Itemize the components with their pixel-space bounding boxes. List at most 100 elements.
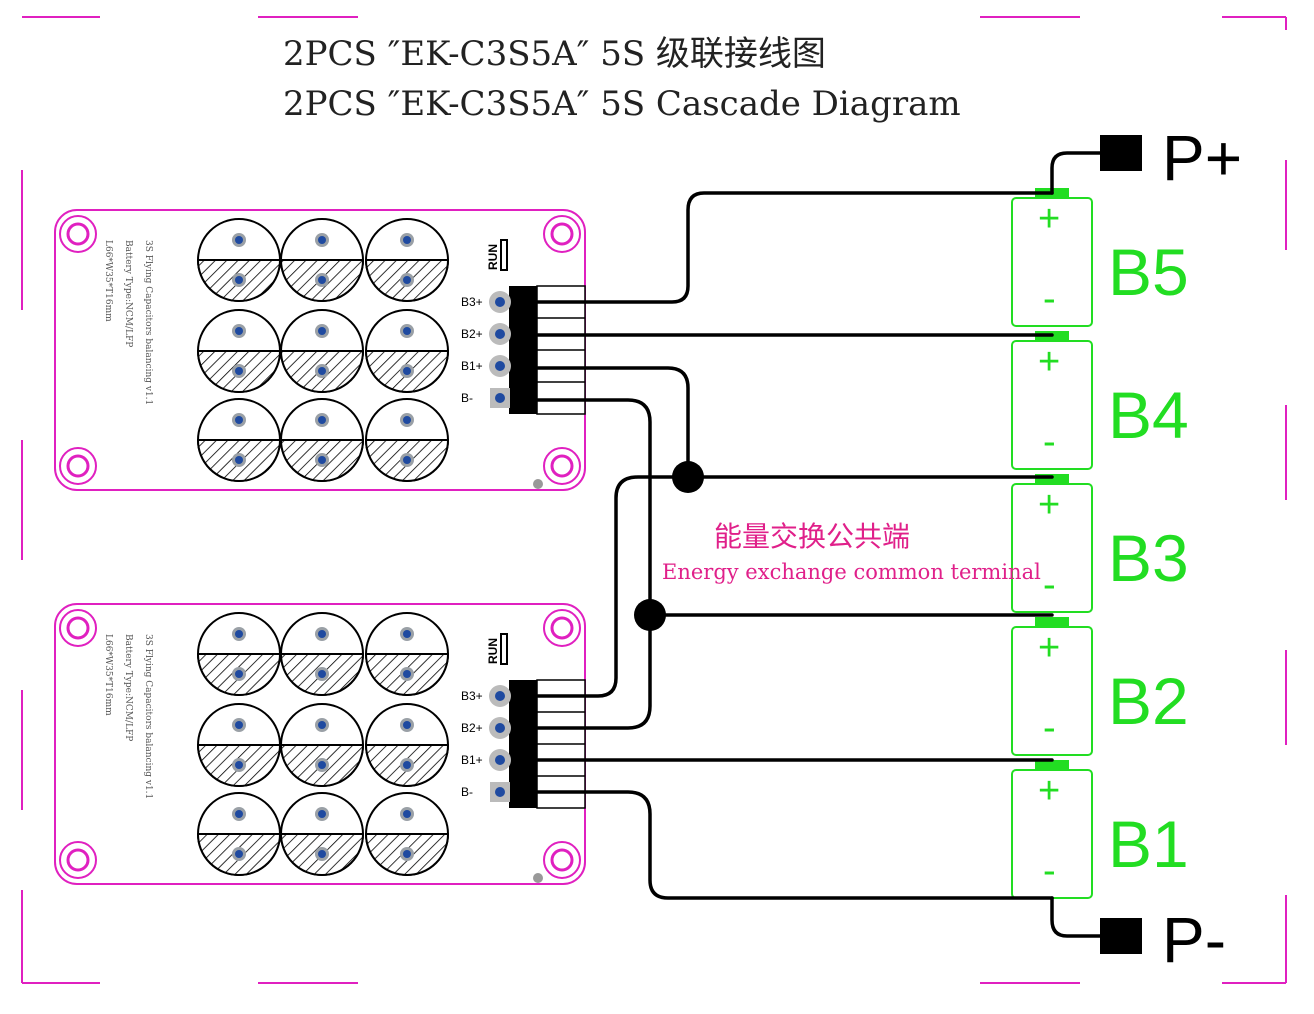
board-dot xyxy=(533,479,543,489)
mounting-hole xyxy=(543,447,581,485)
board-silkscreen: 3S Flying Capacitors balancing v1.1 xyxy=(143,634,153,799)
battery-name: B4 xyxy=(1108,378,1189,452)
capacitor xyxy=(364,218,450,302)
mounting-hole-inner xyxy=(66,454,90,478)
connector-body xyxy=(509,680,537,808)
pin-hole xyxy=(495,755,505,765)
pin-hole xyxy=(495,723,505,733)
battery-plus: + xyxy=(1038,770,1060,812)
battery-cell-b5: + - B5 xyxy=(1011,188,1189,327)
wire-b1-b1plus-to-b3 xyxy=(536,366,690,479)
mounting-hole xyxy=(543,215,581,253)
board-silkscreen: Battery Type:NCM/LFP xyxy=(123,240,133,347)
capacitor xyxy=(279,612,365,696)
mounting-hole-inner xyxy=(550,222,574,246)
battery-minus: - xyxy=(1043,278,1056,320)
capacitor xyxy=(364,398,450,482)
capacitor xyxy=(196,703,282,787)
title-cn: 2PCS ″EK-C3S5A″ 5S 级联接线图 xyxy=(283,34,826,74)
capacitor xyxy=(196,309,282,393)
capacitor xyxy=(364,703,450,787)
pin-hole xyxy=(495,787,505,797)
pin-label-bminus: B- xyxy=(461,785,473,799)
battery-name: B5 xyxy=(1108,235,1189,309)
battery-cell-b2: + - B2 xyxy=(1011,617,1189,756)
pin-hole xyxy=(495,297,505,307)
pin-label-b2plus: B2+ xyxy=(461,721,483,735)
wire-b1-bminus-to-b2 xyxy=(536,398,652,617)
battery-plus: + xyxy=(1038,627,1060,669)
mounting-hole-inner xyxy=(66,222,90,246)
energy-label-en: Energy exchange common terminal xyxy=(662,560,1041,584)
pin-label-b1plus: B1+ xyxy=(461,753,483,767)
pin-hole xyxy=(495,393,505,403)
battery-minus: - xyxy=(1043,707,1056,749)
board-dot xyxy=(533,873,543,883)
junction-b2 xyxy=(634,599,666,631)
title-en: 2PCS ″EK-C3S5A″ 5S Cascade Diagram xyxy=(283,84,961,124)
wire-pminus xyxy=(1050,896,1104,938)
board-silkscreen: Battery Type:NCM/LFP xyxy=(123,634,133,741)
run-label: RUN xyxy=(486,638,500,664)
battery-body xyxy=(1011,340,1093,470)
pplus-terminal xyxy=(1100,135,1142,171)
capacitor xyxy=(196,218,282,302)
battery-body xyxy=(1011,626,1093,756)
mounting-hole-inner xyxy=(66,616,90,640)
battery-plus: + xyxy=(1038,341,1060,383)
mounting-hole xyxy=(59,841,97,879)
capacitor xyxy=(196,398,282,482)
capacitor xyxy=(364,309,450,393)
pplus-label: P+ xyxy=(1162,122,1242,194)
wire-b2-b3plus-to-b3 xyxy=(536,475,690,698)
mounting-hole xyxy=(543,841,581,879)
pin-hole xyxy=(495,361,505,371)
wire-b2-b2plus-to-b2 xyxy=(536,613,652,730)
page-frame xyxy=(21,16,1287,984)
boards: 3S Flying Capacitors balancing v1.1 Batte… xyxy=(54,209,586,885)
battery-minus: - xyxy=(1043,421,1056,463)
battery-cell-b4: + - B4 xyxy=(1011,331,1189,470)
balancer-board-1: 3S Flying Capacitors balancing v1.1Batte… xyxy=(54,209,586,491)
battery-cell-b1: +-B1 xyxy=(1011,760,1189,899)
battery-plus: + xyxy=(1038,484,1060,526)
connector-body xyxy=(509,286,537,414)
pin-label-b3plus: B3+ xyxy=(461,295,483,309)
pminus-terminal xyxy=(1100,918,1142,954)
pin-label-b3plus: B3+ xyxy=(461,689,483,703)
pminus-label: P- xyxy=(1162,904,1226,976)
battery-plus: + xyxy=(1038,198,1060,240)
mounting-hole xyxy=(543,609,581,647)
capacitor xyxy=(364,792,450,876)
board-silkscreen: L66*W35*T16mm xyxy=(103,634,113,716)
capacitor xyxy=(196,612,282,696)
battery-minus: - xyxy=(1043,564,1056,606)
run-led xyxy=(500,239,508,271)
junction-b3 xyxy=(672,461,704,493)
capacitor xyxy=(279,309,365,393)
mounting-hole-inner xyxy=(66,848,90,872)
mounting-hole xyxy=(59,447,97,485)
pin-label-b2plus: B2+ xyxy=(461,327,483,341)
capacitor xyxy=(279,218,365,302)
battery-name: B1 xyxy=(1108,807,1189,881)
capacitor xyxy=(364,612,450,696)
mounting-hole-inner xyxy=(550,848,574,872)
capacitor xyxy=(279,703,365,787)
pin-label-b1plus: B1+ xyxy=(461,359,483,373)
pin-hole xyxy=(495,691,505,701)
balancer-board-2: 3S Flying Capacitors balancing v1.1 Batte… xyxy=(54,603,586,885)
battery-body xyxy=(1011,483,1093,613)
pin-label-bminus: B- xyxy=(461,391,473,405)
board-silkscreen: L66*W35*T16mm xyxy=(103,240,113,322)
capacitor xyxy=(279,792,365,876)
wire-b2-bminus-to-b1minus xyxy=(536,790,1054,900)
battery-name: B2 xyxy=(1108,664,1189,738)
battery-name: B3 xyxy=(1108,521,1189,595)
pin-hole xyxy=(495,329,505,339)
mounting-hole-inner xyxy=(550,616,574,640)
capacitor xyxy=(279,398,365,482)
run-led xyxy=(500,633,508,665)
mounting-hole-inner xyxy=(550,454,574,478)
